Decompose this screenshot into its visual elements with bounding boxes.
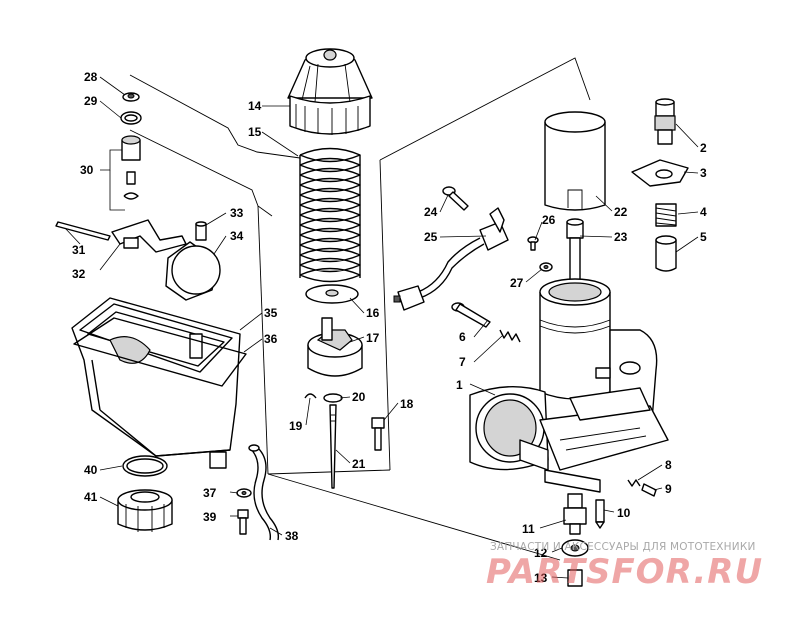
part-21-jet-needle: [329, 404, 337, 489]
callout-11: 11: [522, 522, 535, 536]
part-26-screw: [527, 236, 539, 251]
part-2-fitting: [654, 98, 676, 145]
callout-19: 19: [289, 419, 303, 433]
callout-18: 18: [400, 397, 414, 411]
part-25-throttle-sensor: [393, 207, 509, 311]
part-16-retainer: [305, 284, 359, 304]
part-41-drain-plug: [117, 489, 173, 532]
part-29-o-ring: [120, 111, 142, 125]
callout-41: 41: [84, 490, 98, 504]
callout-38: 38: [285, 529, 299, 543]
callout-1: 1: [456, 378, 463, 392]
callout-30: 30: [80, 163, 94, 177]
callout-23: 23: [614, 230, 628, 244]
part-19-clip: [304, 393, 317, 399]
part-22-cable-boot: [544, 111, 606, 211]
part-1-carburetor-body: [469, 278, 669, 493]
callout-39: 39: [203, 510, 217, 524]
callout-32: 32: [72, 267, 86, 281]
part-23-cable-adjuster: [566, 218, 584, 291]
part-31-float-pin: [55, 221, 111, 241]
callout-14: 14: [248, 99, 262, 113]
leader-lines: [64, 76, 699, 579]
callout-4: 4: [700, 205, 707, 219]
part-4-spring: [655, 203, 677, 227]
part-8-spring: [627, 479, 641, 487]
part-24-screw: [442, 186, 469, 211]
part-10-pilot-jet: [595, 499, 605, 529]
part-14-top-cap: [287, 48, 373, 135]
callout-13: 13: [534, 571, 548, 585]
callout-9: 9: [665, 482, 672, 496]
part-40-o-ring: [122, 455, 168, 477]
callout-37: 37: [203, 486, 217, 500]
part-27-washer: [539, 262, 553, 272]
part-30-float-valve: [121, 135, 141, 200]
callout-20: 20: [352, 390, 366, 404]
part-15-spring: [299, 147, 361, 283]
callout-7: 7: [459, 355, 466, 369]
callout-21: 21: [352, 457, 366, 471]
callout-5: 5: [700, 230, 707, 244]
part-7-spring: [499, 329, 521, 343]
part-17-throttle-slide: [307, 317, 363, 377]
callout-labels: 1 2 3 4 5 6 7 8 9 10 11 12 13 14 15 16 1…: [72, 70, 707, 585]
part-38-drain-hose: [248, 444, 280, 541]
callout-33: 33: [230, 206, 244, 220]
callout-34: 34: [230, 229, 244, 243]
part-28-cap: [122, 92, 140, 102]
callout-26: 26: [542, 213, 556, 227]
callout-40: 40: [84, 463, 98, 477]
callout-10: 10: [617, 506, 631, 520]
callout-28: 28: [84, 70, 98, 84]
part-9-screw: [641, 483, 657, 497]
part-32-float-arm: [111, 219, 187, 253]
part-37-washer: [236, 488, 252, 498]
watermark-logo: PARTSFOR.RU: [486, 552, 764, 592]
part-18-bolt: [371, 417, 385, 451]
callout-8: 8: [665, 458, 672, 472]
part-35-float-bowl: [71, 297, 241, 469]
callout-25: 25: [424, 230, 438, 244]
part-33-pin: [195, 221, 207, 241]
callout-6: 6: [459, 330, 466, 344]
part-3-plate: [631, 159, 689, 187]
part-6-screw: [451, 302, 491, 328]
callout-16: 16: [366, 306, 380, 320]
callout-22: 22: [614, 205, 628, 219]
callout-3: 3: [700, 166, 707, 180]
callout-29: 29: [84, 94, 98, 108]
callout-15: 15: [248, 125, 262, 139]
callout-27: 27: [510, 276, 524, 290]
callout-17: 17: [366, 331, 380, 345]
part-34-float: [165, 241, 221, 301]
part-39-screw: [237, 509, 249, 535]
part-36-gasket: [73, 317, 247, 387]
callout-36: 36: [264, 332, 278, 346]
callout-31: 31: [72, 243, 86, 257]
callout-2: 2: [700, 141, 707, 155]
part-20-washer: [323, 393, 343, 403]
assembly-frame-lines: [129, 57, 591, 561]
watermark-tagline: ЗАПЧАСТИ И АКСЕССУАРЫ ДЛЯ МОТОТЕХНИКИ: [490, 541, 756, 553]
part-11-needle-jet: [563, 493, 587, 535]
callout-12: 12: [534, 546, 548, 560]
callout-35: 35: [264, 306, 278, 320]
callout-24: 24: [424, 205, 438, 219]
part-5-sleeve: [655, 235, 677, 272]
